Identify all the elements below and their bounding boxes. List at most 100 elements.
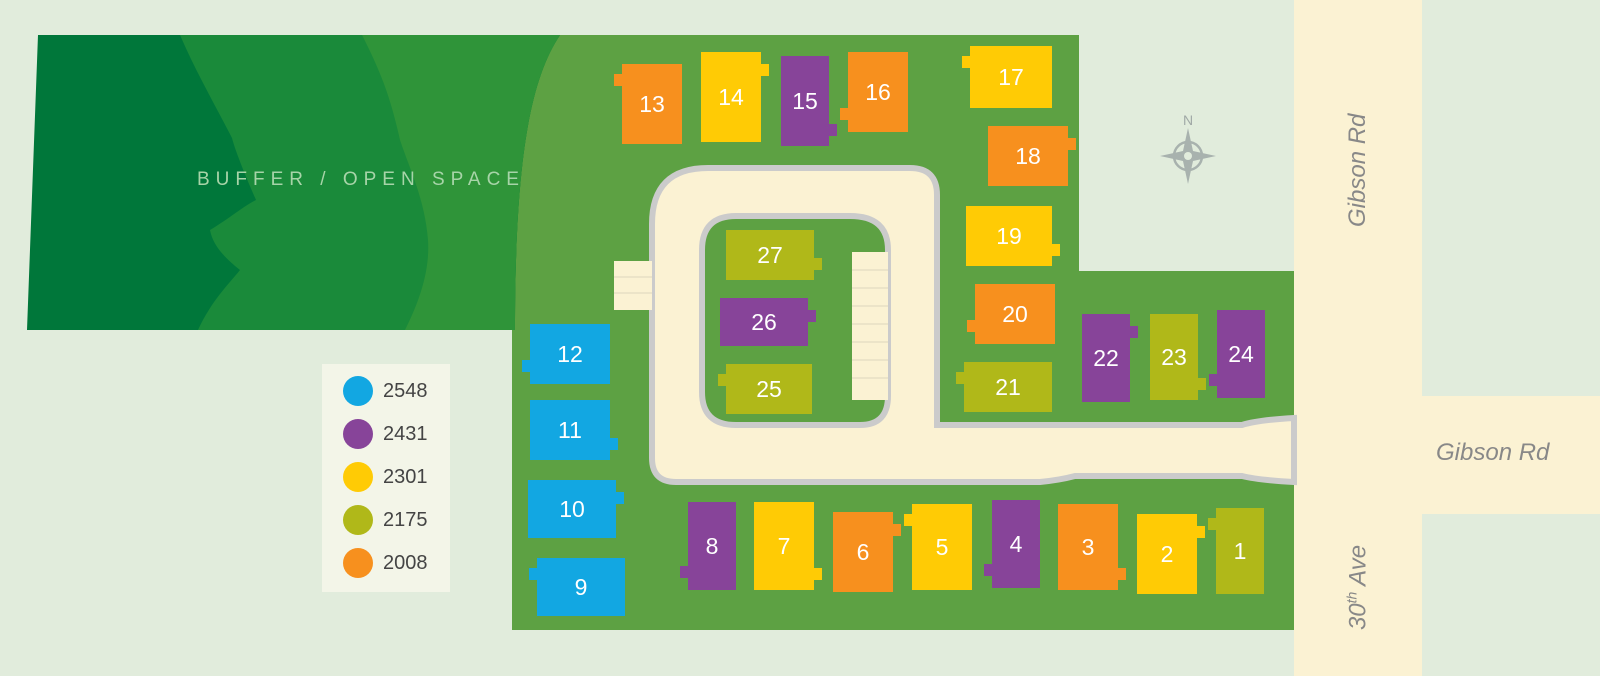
lot-19[interactable]: 19 (966, 206, 1060, 266)
lot-notch (718, 374, 730, 386)
lot-7[interactable]: 7 (754, 502, 822, 590)
lot-notch (612, 492, 624, 504)
lot-notch (529, 568, 541, 580)
legend-item-2431: 2431 (343, 419, 428, 449)
lot-6[interactable]: 6 (833, 512, 901, 592)
lot-4[interactable]: 4 (984, 500, 1040, 588)
lot-notch (825, 124, 837, 136)
corner-lawn-south (1422, 514, 1600, 676)
lot-number: 20 (1002, 300, 1028, 327)
legend-color-swatch (343, 376, 373, 406)
lot-10[interactable]: 10 (528, 480, 624, 538)
lot-number: 7 (777, 532, 791, 559)
lot-14[interactable]: 14 (701, 52, 769, 142)
lot-1[interactable]: 1 (1208, 508, 1264, 594)
avenue-name: Ave (1344, 544, 1372, 586)
legend-color-swatch (343, 505, 373, 535)
island-parking-stripes (852, 269, 888, 379)
lot-13[interactable]: 13 (614, 64, 682, 144)
lot-number: 6 (856, 538, 870, 565)
lot-notch (1048, 244, 1060, 256)
avenue-number: 30 (1344, 603, 1372, 631)
buffer-open-space-label: BUFFER / OPEN SPACE (197, 169, 525, 190)
lot-notch (1193, 526, 1205, 538)
lot-notch (757, 64, 769, 76)
lot-notch (889, 524, 901, 536)
lot-20[interactable]: 20 (967, 284, 1055, 344)
lot-8[interactable]: 8 (680, 502, 736, 590)
lot-11[interactable]: 11 (530, 400, 618, 460)
lot-number: 22 (1093, 344, 1119, 371)
lot-notch (1194, 378, 1206, 390)
lot-9[interactable]: 9 (529, 558, 625, 616)
lot-number: 13 (639, 90, 665, 117)
gibson-rd-vertical-road (1294, 0, 1422, 676)
legend-plan-label: 2008 (383, 551, 428, 574)
lot-24[interactable]: 24 (1209, 310, 1265, 398)
lot-2[interactable]: 2 (1137, 514, 1205, 594)
lot-notch (614, 74, 626, 86)
lot-notch (962, 56, 974, 68)
gibson-rd-horizontal-road (1294, 396, 1600, 514)
gibson-rd-horizontal-label: Gibson Rd (1436, 439, 1550, 466)
lot-15[interactable]: 15 (781, 56, 837, 146)
lot-5[interactable]: 5 (904, 504, 972, 590)
lot-notch (956, 372, 968, 384)
lot-notch (810, 568, 822, 580)
lot-3[interactable]: 3 (1058, 504, 1126, 590)
lot-number: 2 (1160, 540, 1174, 567)
lot-number: 18 (1015, 142, 1041, 169)
lot-16[interactable]: 16 (840, 52, 908, 132)
island-parking-area (852, 252, 888, 400)
legend-item-2301: 2301 (343, 462, 428, 492)
lot-number: 3 (1081, 533, 1095, 560)
legend-item-2175: 2175 (343, 505, 428, 535)
legend-plan-label: 2301 (383, 465, 428, 488)
west-parking-area (614, 261, 652, 310)
lot-notch (984, 564, 996, 576)
lot-17[interactable]: 17 (962, 46, 1052, 108)
lot-25[interactable]: 25 (718, 364, 812, 414)
lot-notch (904, 514, 916, 526)
lot-notch (840, 108, 852, 120)
compass-star-icon (1160, 128, 1216, 184)
lot-number: 27 (757, 241, 783, 268)
west-parking-stripes (614, 276, 652, 294)
legend-color-swatch (343, 462, 373, 492)
lot-number: 4 (1009, 530, 1023, 557)
lot-number: 26 (751, 308, 777, 335)
corner-lawn-north (1422, 0, 1600, 396)
lot-23[interactable]: 23 (1150, 314, 1206, 400)
lot-notch (810, 258, 822, 270)
lot-21[interactable]: 21 (956, 362, 1052, 412)
lot-notch (606, 438, 618, 450)
lot-number: 25 (756, 375, 782, 402)
lot-number: 17 (998, 63, 1024, 90)
lot-notch (522, 360, 534, 372)
lot-notch (967, 320, 979, 332)
legend-plan-label: 2431 (383, 422, 428, 445)
lot-number: 10 (559, 495, 585, 522)
lot-notch (1208, 518, 1220, 530)
lot-27[interactable]: 27 (726, 230, 822, 280)
legend-color-swatch (343, 419, 373, 449)
lot-number: 11 (558, 416, 582, 443)
lot-18[interactable]: 18 (988, 126, 1076, 186)
forest-buffer-band-light (362, 35, 560, 330)
lot-notch (680, 566, 692, 578)
lot-notch (1064, 138, 1076, 150)
lot-number: 16 (865, 78, 891, 105)
legend-color-swatch (343, 548, 373, 578)
lot-number: 1 (1233, 537, 1247, 564)
lot-26[interactable]: 26 (720, 298, 816, 346)
lot-notch (804, 310, 816, 322)
lot-number: 24 (1228, 340, 1254, 367)
lot-22[interactable]: 22 (1082, 314, 1138, 402)
legend-plan-label: 2548 (383, 379, 428, 402)
legend-item-2008: 2008 (343, 548, 428, 578)
legend-item-2548: 2548 (343, 376, 428, 406)
compass-rose-icon: N (1158, 112, 1218, 184)
lot-number: 19 (996, 222, 1022, 249)
lot-12[interactable]: 12 (522, 324, 610, 384)
